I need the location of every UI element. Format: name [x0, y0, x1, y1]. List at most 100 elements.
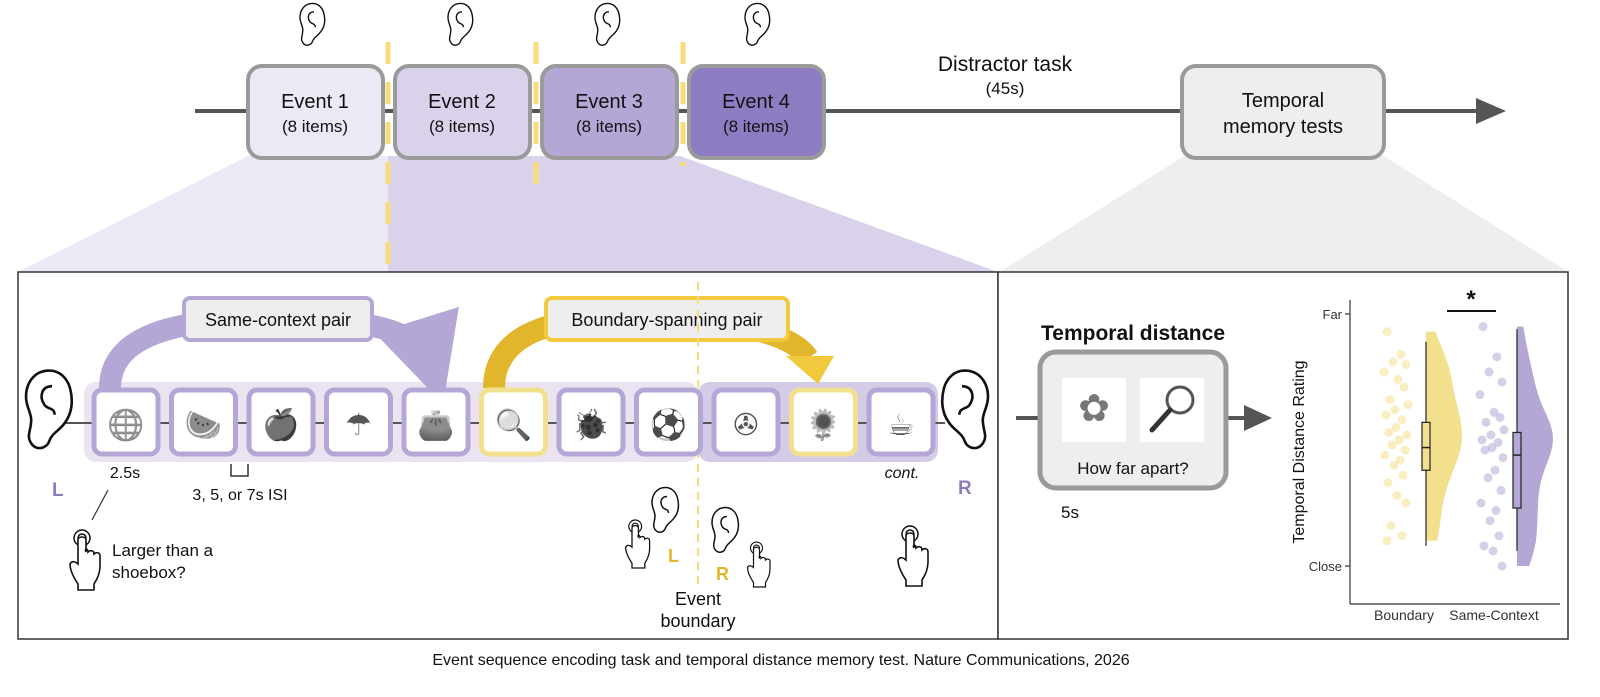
data-point — [1386, 521, 1396, 531]
data-point — [1383, 478, 1393, 488]
beetle-icon: 🐞 — [572, 407, 609, 443]
zoom-wedge-events-2-3 — [388, 156, 998, 272]
data-point — [1487, 443, 1497, 453]
prompt-line1: Larger than a — [112, 541, 214, 560]
apple-icon: 🍎 — [262, 406, 299, 443]
x-tick-label: Same-Context — [1449, 607, 1539, 623]
data-point — [1395, 455, 1405, 465]
ear-icon — [744, 2, 771, 46]
item-stimulus: 🌐 — [91, 387, 161, 457]
boundary-spanning-label: Boundary-spanning pair — [544, 296, 790, 342]
distractor-duration: (45s) — [986, 79, 1025, 98]
data-point — [1396, 349, 1406, 359]
data-point — [1484, 367, 1494, 377]
boundary-right-label: R — [716, 564, 729, 584]
data-point — [1392, 490, 1402, 500]
test-duration: 5s — [1061, 503, 1079, 522]
data-point — [1480, 445, 1490, 455]
data-point — [1478, 322, 1488, 332]
data-point — [1381, 410, 1391, 420]
item-stimulus: ⚽ — [634, 387, 703, 457]
right-ear-label: R — [958, 478, 972, 499]
item-stimulus: ☂ — [324, 387, 393, 457]
data-point — [1489, 407, 1499, 417]
data-point — [1483, 473, 1493, 483]
figure-caption: Event sequence encoding task and tempora… — [432, 652, 1129, 669]
ear-icon — [299, 2, 326, 46]
item-stimulus: 🐞 — [556, 387, 626, 457]
density-shape — [1517, 326, 1553, 566]
item-stimulus: 🍎 — [246, 387, 316, 457]
data-point — [1495, 412, 1505, 422]
event-count: (8 items) — [576, 117, 642, 136]
tests-label-line1: Temporal — [1242, 90, 1324, 112]
data-point — [1393, 375, 1403, 385]
event-title: Event 2 — [428, 91, 496, 113]
globe-icon: 🌐 — [107, 407, 144, 443]
data-point — [1497, 377, 1507, 387]
data-point — [1390, 405, 1400, 415]
wallet-icon: 👛 — [417, 408, 454, 443]
left-ear-label: L — [52, 480, 64, 501]
item-stimulus: ✇ — [711, 387, 781, 457]
data-point — [1498, 453, 1508, 463]
event-box-2: Event 2 (8 items) — [393, 64, 532, 160]
item-stimulus: ☕ — [866, 387, 936, 457]
data-point — [1486, 430, 1496, 440]
data-point — [1479, 541, 1489, 551]
data-point — [1402, 430, 1412, 440]
data-point — [1382, 536, 1392, 546]
data-point — [1397, 415, 1407, 425]
event-box-3: Event 3 (8 items) — [540, 64, 679, 160]
data-point — [1490, 465, 1500, 475]
item-stimulus: 🔍 — [479, 387, 548, 457]
data-point — [1398, 470, 1408, 480]
data-point — [1401, 498, 1411, 508]
data-point — [1379, 367, 1389, 377]
zoom-wedge-tests — [1000, 156, 1568, 272]
event-box-4: Event 4 (8 items) — [687, 64, 826, 160]
data-point — [1496, 485, 1506, 495]
data-point — [1494, 531, 1504, 541]
svg-text:Same-context pair: Same-context pair — [205, 310, 351, 330]
temporal-memory-tests-box: Temporal memory tests — [1180, 64, 1386, 160]
svg-text:Boundary-spanning pair: Boundary-spanning pair — [571, 310, 762, 330]
data-point — [1477, 435, 1487, 445]
isi-bracket — [230, 464, 249, 477]
fan-icon: ✇ — [733, 408, 758, 443]
data-point — [1397, 531, 1407, 541]
zoom-wedge-event1 — [18, 156, 388, 272]
data-point — [1394, 435, 1404, 445]
cup-icon: ☕ — [888, 408, 915, 443]
event-title: Event 1 — [281, 91, 349, 113]
event-count: (8 items) — [429, 117, 495, 136]
data-point — [1481, 417, 1491, 427]
umbrella-icon: ☂ — [345, 408, 372, 443]
prompt-leader-line — [91, 489, 109, 521]
prompt-line2: shoebox? — [112, 563, 186, 582]
same-context-label: Same-context pair — [182, 296, 374, 342]
item-stimulus: 🍉 — [169, 387, 238, 457]
event-count: (8 items) — [723, 117, 789, 136]
x-tick-label: Boundary — [1374, 607, 1434, 623]
boundary-left-label: L — [668, 546, 679, 566]
item-row: 🌐🍉🍎☂👛🔍🐞⚽✇🌻☕ — [91, 387, 936, 457]
data-point — [1382, 327, 1392, 337]
continued-label: cont. — [885, 465, 920, 482]
box — [1421, 421, 1431, 471]
data-point — [1476, 498, 1486, 508]
y-tick-label: Close — [1309, 559, 1342, 574]
data-point — [1485, 516, 1495, 526]
test-question: How far apart? — [1077, 459, 1189, 478]
test-output-arrowhead — [1244, 405, 1272, 431]
distractor-title: Distractor task — [938, 53, 1073, 76]
event-boundary-line1: Event — [675, 589, 721, 609]
event-title: Event 3 — [575, 91, 643, 113]
data-point — [1403, 400, 1413, 410]
data-point — [1389, 460, 1399, 470]
density-shape — [1426, 331, 1462, 541]
event-title: Event 4 — [722, 91, 790, 113]
data-point — [1384, 427, 1394, 437]
